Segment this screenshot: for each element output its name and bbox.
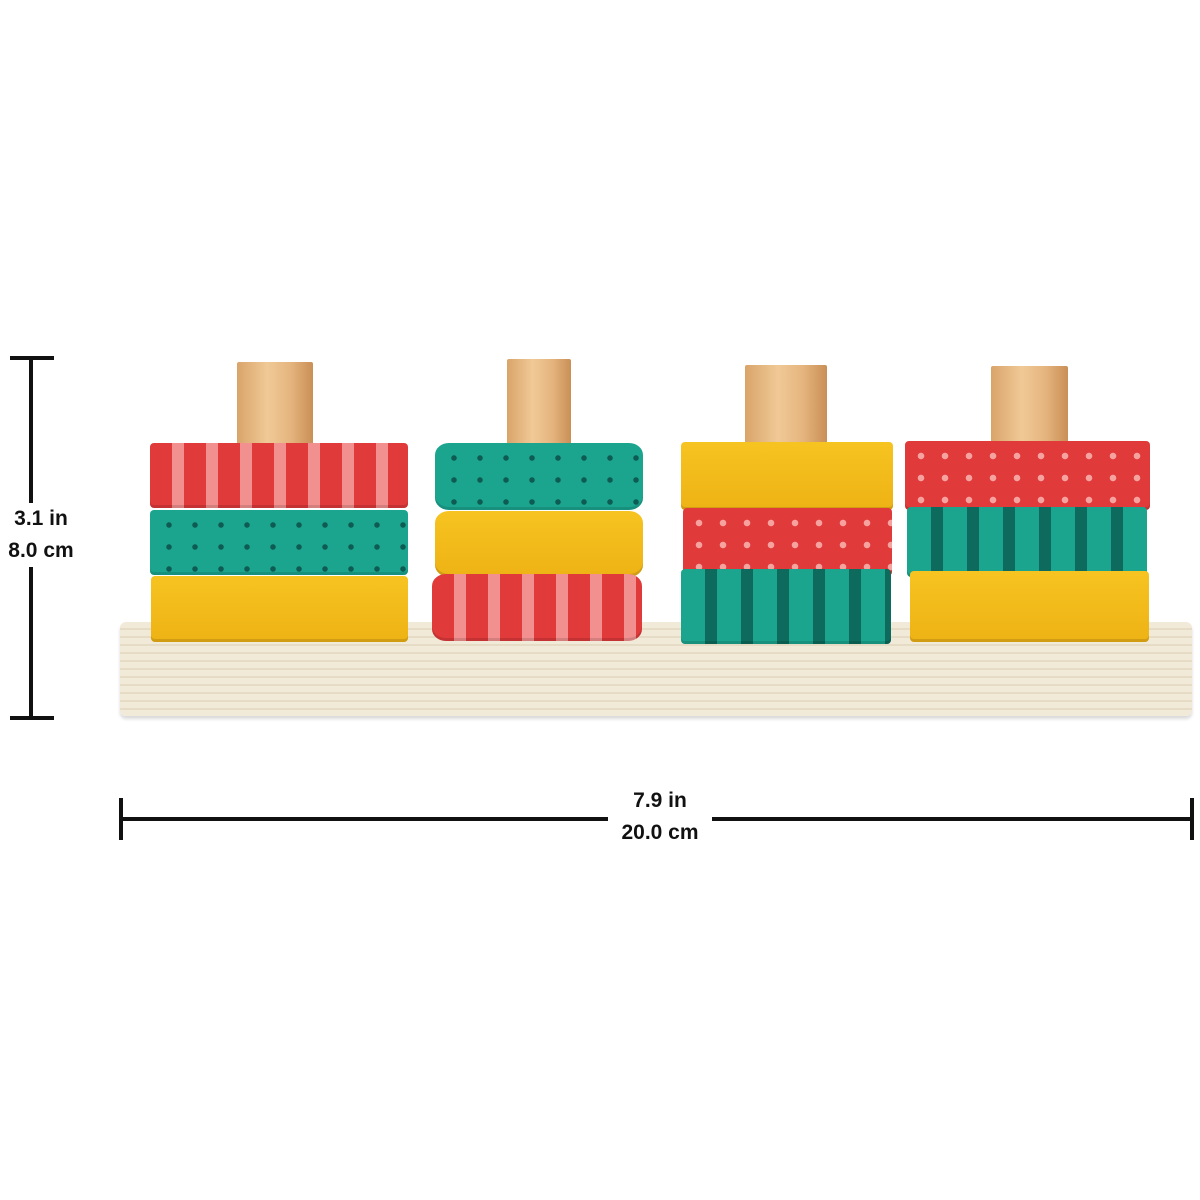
width-cap-right: [1190, 798, 1194, 840]
peg-2: [507, 359, 571, 447]
block-red-striped-2: [432, 574, 642, 641]
height-cap-top: [10, 356, 54, 360]
block-yellow-2: [435, 511, 643, 577]
width-label: 7.9 in 20.0 cm: [608, 785, 712, 849]
block-teal-striped-3: [681, 569, 891, 644]
block-red-dotted-3: [683, 508, 892, 576]
block-red-striped-1: [150, 443, 408, 508]
height-label: 3.1 in 8.0 cm: [0, 503, 82, 567]
block-teal-striped-4: [907, 507, 1147, 577]
block-yellow-3: [681, 442, 893, 510]
block-teal-dotted-2: [435, 443, 643, 510]
peg-1: [237, 362, 313, 446]
block-teal-dotted-1: [150, 510, 408, 575]
height-imperial: 3.1 in: [14, 507, 68, 530]
height-metric: 8.0 cm: [8, 539, 74, 562]
peg-3: [745, 365, 827, 447]
peg-4: [991, 366, 1068, 447]
width-cap-left: [119, 798, 123, 840]
block-yellow-4: [910, 571, 1149, 642]
width-imperial: 7.9 in: [633, 789, 687, 812]
height-cap-bottom: [10, 716, 54, 720]
block-yellow-1: [151, 576, 408, 642]
block-red-dotted-4: [905, 441, 1150, 510]
width-metric: 20.0 cm: [621, 821, 699, 844]
